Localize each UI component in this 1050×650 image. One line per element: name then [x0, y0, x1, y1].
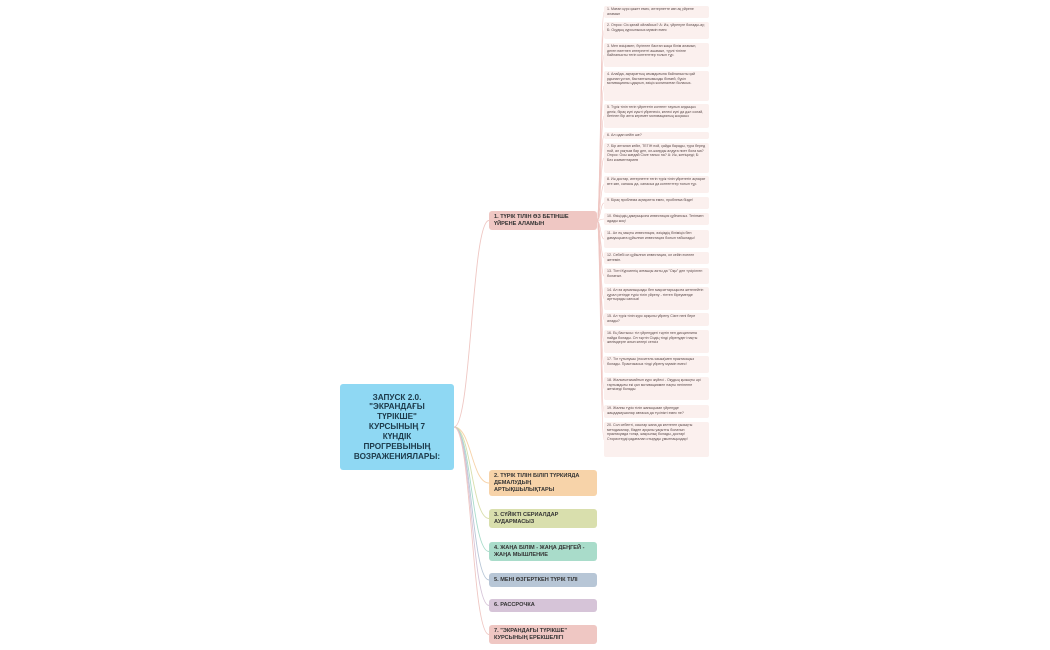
subtopic-18[interactable]: 18. Жалығытымайтын курс жүйесі - Оқудың … [604, 377, 709, 400]
connector-line [453, 426, 490, 484]
connector-line [596, 184, 605, 221]
subtopic-1[interactable]: 1. Маған курс қажет емес, интернетте көп… [604, 6, 709, 18]
connector-line [596, 220, 605, 320]
subtopic-6[interactable]: 6. Ал одан кейін ше? [604, 132, 709, 139]
connector-line [596, 218, 605, 221]
connector-line [596, 202, 605, 221]
subtopic-7[interactable]: 7. Бір апталан кейін, ТЕГІН пой, қайда б… [604, 143, 709, 173]
branch-topic-2[interactable]: 2. ТҮРІК ТІЛІН БІЛІП ТҮРКИЯДА ДЕМАЛУДЫҢ … [489, 470, 597, 496]
connector-line [596, 220, 605, 440]
central-topic[interactable]: ЗАПУСК 2.0. "ЭКРАНДАҒЫ ТҮРІКШЕ" КУРСЫНЫҢ… [340, 384, 454, 470]
connector-line [453, 426, 490, 581]
subtopic-16[interactable]: 16. Ең бастысы: тіл үйренудегі тәртіп пе… [604, 330, 709, 353]
subtopic-10[interactable]: 10. Өзіңіздің дамуыңызға инвестиция құйғ… [604, 213, 709, 225]
connector-line [596, 54, 605, 221]
subtopic-9[interactable]: 9. Бірақ проблема ақпаратта емес, пробле… [604, 197, 709, 209]
branch-topic-5[interactable]: 5. МЕНІ ӨЗГЕРТКЕН ТҮРІК ТІЛІ [489, 573, 597, 587]
subtopic-2[interactable]: 2. Опрос: Сіз қалай ойлайсыз? А: Иә, үйр… [604, 22, 709, 39]
subtopic-8[interactable]: 8. Иә достар, интернетте тегін түрік тіл… [604, 176, 709, 193]
branch-topic-6[interactable]: 6. РАССРОЧКА [489, 599, 597, 612]
subtopic-3[interactable]: 3. Мен өзіңізмен, бүгіннен бастап жаңа б… [604, 43, 709, 67]
branch-topic-1[interactable]: 1. ТҮРІК ТІЛІН ӨЗ БЕТІНШЕ ҮЙРЕНЕ АЛАМЫН [489, 211, 597, 230]
branch-topic-3[interactable]: 3. СҮЙІКТІ СЕРИАЛДАР АУДАРМАСЫЗ [489, 509, 597, 528]
subtopic-20[interactable]: 20. Сол себепті, осылар жана да келтеген… [604, 422, 709, 457]
branch-topic-4[interactable]: 4. ЖАҢА БІЛІМ - ЖАҢА ДЕҢГЕЙ - ЖАҢА МЫШЛЕ… [489, 542, 597, 561]
subtopic-14[interactable]: 14. Ал өз арманыңызды бен мақсаттарыңызғ… [604, 287, 709, 310]
subtopic-19[interactable]: 19. Жалпы түрік тілін жаныңызан үйренуде… [604, 405, 709, 418]
connector-line [453, 220, 490, 428]
subtopic-17[interactable]: 17. Тіл тұтынушы (носитель языка)мен пра… [604, 356, 709, 373]
subtopic-13[interactable]: 13. Тілті Курсиенің алғашқы аяты да "Оқы… [604, 268, 709, 284]
connector-line [596, 220, 605, 299]
connector-line [453, 426, 490, 635]
branch-topic-7[interactable]: 7. "ЭКРАНДАҒЫ ТҮРІКШЕ" КУРСЫНЫҢ ЕРЕКШЕЛІ… [489, 625, 597, 644]
subtopic-4[interactable]: 4. Алайда, ақпараттың ағымдығына байланы… [604, 71, 709, 101]
subtopic-5[interactable]: 5. Түрік тілін тегін үйрететін контент т… [604, 104, 709, 128]
connector-line [596, 157, 605, 221]
subtopic-15[interactable]: 15. Ал түрік тілін курс арқылы үйрену Сі… [604, 313, 709, 326]
subtopic-11[interactable]: 11. Ал ең мықты инвестиция, өзіңіздің бі… [604, 230, 709, 248]
subtopic-12[interactable]: 12. Себебі ол құйылған инвестиция, ол ке… [604, 252, 709, 264]
